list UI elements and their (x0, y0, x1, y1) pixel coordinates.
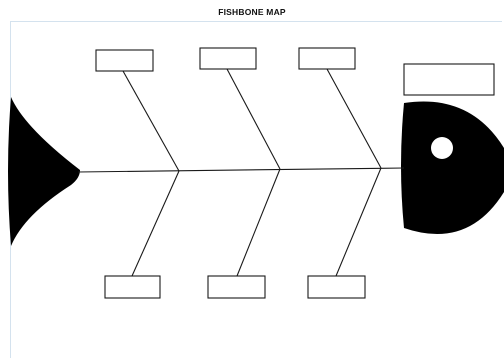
bone-top-2 (226, 68, 281, 170)
cause-box-top-1[interactable] (95, 49, 154, 72)
cause-box-bottom-2[interactable] (207, 275, 266, 299)
bone-bottom-1 (131, 170, 180, 277)
problem-box[interactable] (403, 63, 495, 96)
fish-spine (77, 167, 405, 173)
cause-box-top-2[interactable] (199, 47, 257, 70)
bone-top-1 (122, 70, 180, 172)
cause-box-bottom-1[interactable] (104, 275, 161, 299)
bone-top-3 (326, 68, 382, 169)
fish-head (401, 101, 504, 235)
fish-tail (8, 97, 80, 246)
fish-eye (431, 137, 453, 159)
cause-box-bottom-3[interactable] (307, 275, 366, 299)
bone-bottom-2 (236, 168, 281, 277)
page-title: FISHBONE MAP (218, 7, 286, 17)
bone-bottom-3 (335, 167, 382, 277)
cause-box-top-3[interactable] (298, 47, 356, 70)
